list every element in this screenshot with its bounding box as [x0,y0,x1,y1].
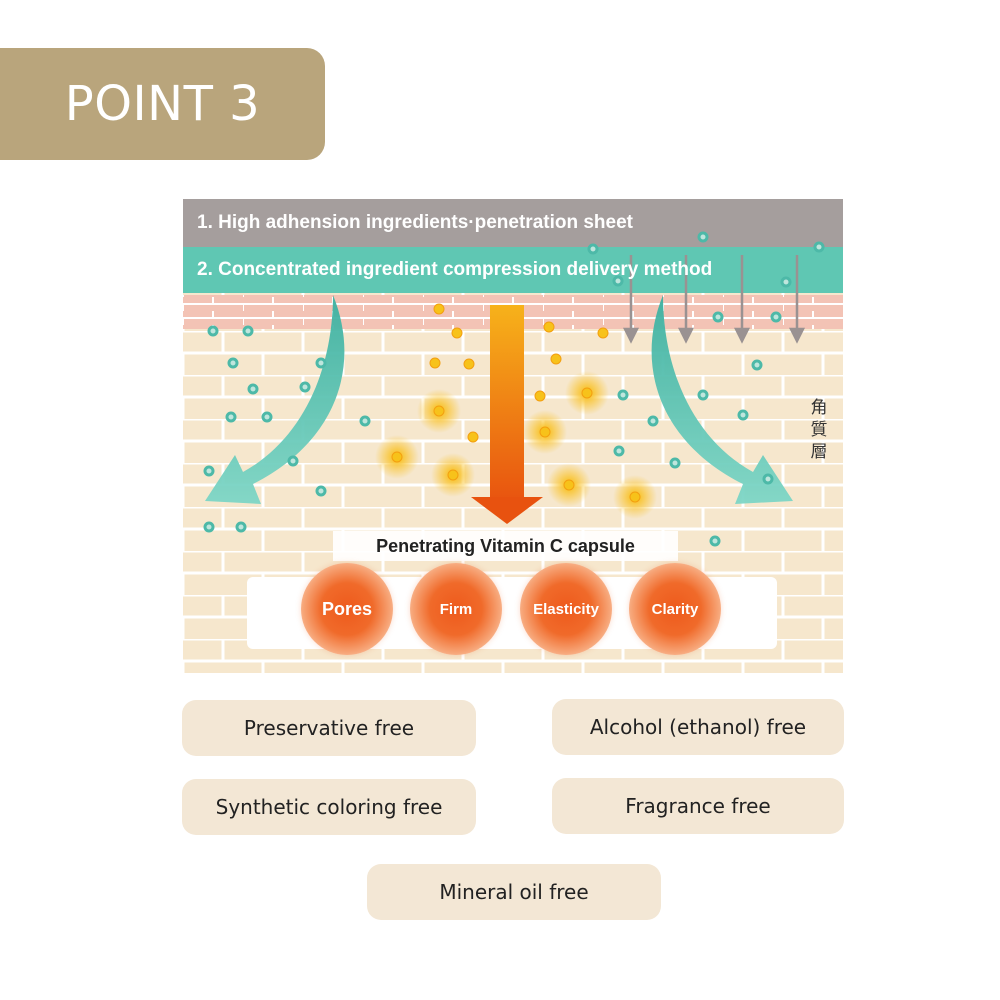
capsule-title: Penetrating Vitamin C capsule [376,535,635,556]
free-from-badge: Preservative free [182,700,476,756]
capsule-pores: Pores [301,563,393,655]
band-1-label: 1. High adhension ingredients·penetratio… [197,212,633,233]
capsule-title-box: Penetrating Vitamin C capsule [333,531,678,561]
capsule-elasticity: Elasticity [520,563,612,655]
point-label: POINT 3 [64,76,261,132]
penetration-illustration: 1. High adhension ingredients·penetratio… [183,199,843,673]
capsule-label: Firm [439,600,473,618]
stratum-corneum-label: 角質層 [810,398,828,462]
capsule-clarity: Clarity [629,563,721,655]
band-2-label: 2. Concentrated ingredient compression d… [197,259,713,280]
free-from-badge: Synthetic coloring free [182,779,476,835]
free-from-badge: Alcohol (ethanol) free [552,699,844,755]
capsule-label: Elasticity [533,600,599,618]
free-from-badge: Fragrance free [552,778,844,834]
penetration-diagram-art [183,199,843,673]
capsule-label: Clarity [651,600,699,618]
point-badge: POINT 3 [0,48,325,160]
capsule-firm: Firm [410,563,502,655]
capsule-label: Pores [321,598,373,619]
free-from-badge: Mineral oil free [367,864,661,920]
